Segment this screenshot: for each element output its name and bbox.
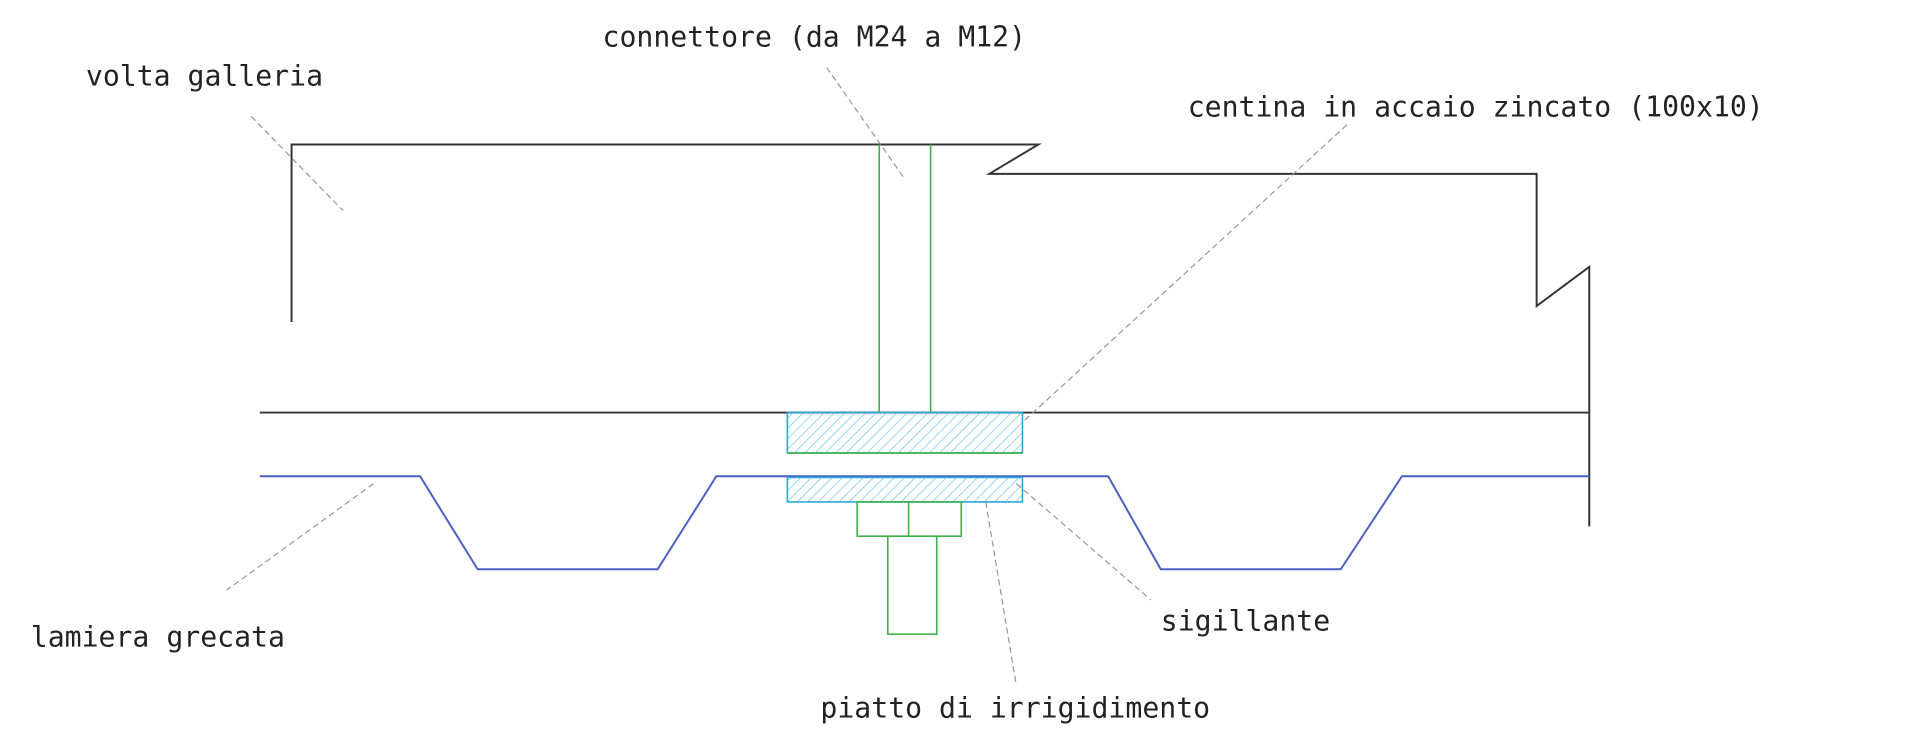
leader-rib — [1022, 124, 1348, 423]
label-plate: piatto di irrigidimento — [820, 691, 1210, 724]
label-vault: volta galleria — [86, 60, 323, 93]
leader-connector — [826, 66, 905, 178]
label-connector: connettore (da M24 a M12) — [603, 21, 1027, 54]
leader-sealant — [1015, 483, 1152, 601]
leader-plate — [985, 501, 1017, 686]
leader-vault — [250, 115, 344, 211]
corrugated-sheet — [259, 475, 1590, 571]
steel-rib — [786, 411, 1024, 454]
label-rib: centina in accaio zincato (100x10) — [1188, 90, 1764, 123]
leader-deck — [226, 483, 374, 591]
stiffening-plate — [786, 476, 1024, 503]
vault-outline — [290, 143, 1591, 527]
bolt-shank — [886, 535, 938, 635]
label-sealant: sigillante — [1161, 604, 1330, 637]
label-deck: lamiera grecata — [31, 620, 285, 653]
